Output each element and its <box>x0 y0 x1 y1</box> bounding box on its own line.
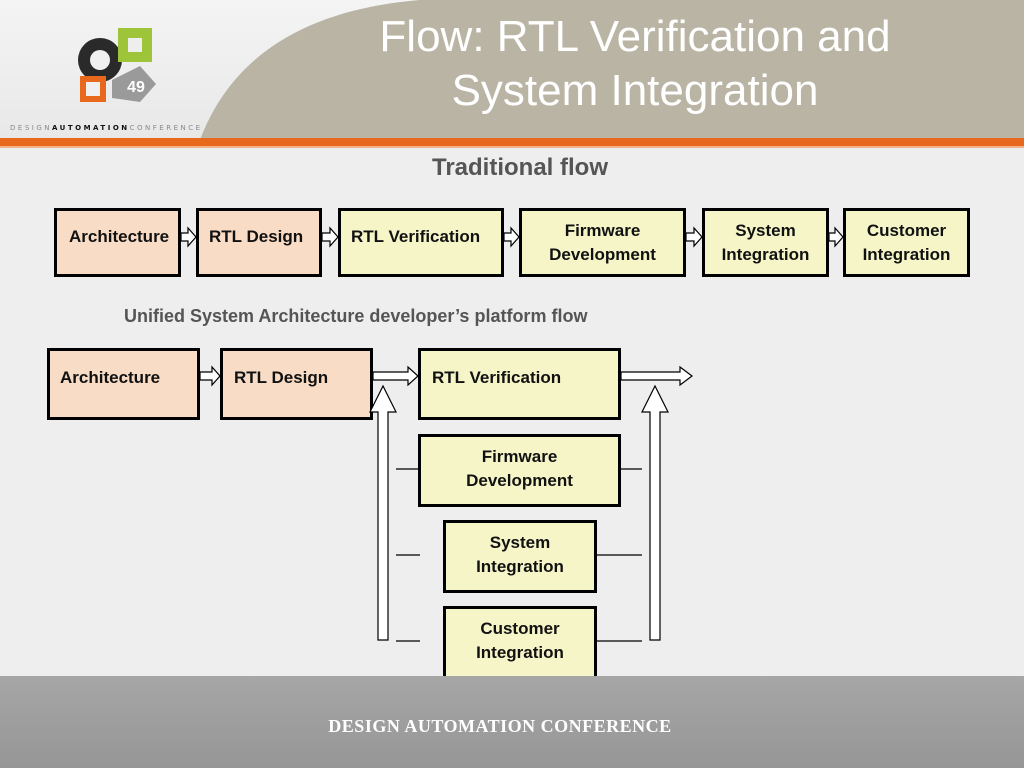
title-line-2: System Integration <box>451 66 819 115</box>
unified-box-system-integration: System Integration <box>443 520 597 593</box>
dac-logo: 49 <box>78 28 156 102</box>
header-divider-highlight <box>0 146 1024 148</box>
trad-arrow-3 <box>503 226 520 248</box>
trad-arrow-1 <box>180 226 197 248</box>
brand-strip: DESIGNAUTOMATIONCONFERENCE <box>10 124 203 132</box>
trad-arrow-5 <box>828 226 844 248</box>
trad-arrow-4 <box>685 226 703 248</box>
unified-box-label: Architecture <box>60 368 161 387</box>
logo-number: 49 <box>127 79 145 96</box>
unified-arrow-3 <box>620 365 693 387</box>
unified-box-label: Customer Integration <box>476 619 564 662</box>
trad-box-label: Customer Integration <box>862 221 951 264</box>
title-line-1: Flow: RTL Verification and <box>379 12 891 61</box>
unified-box-label: System Integration <box>476 533 564 576</box>
unified-box-firmware-development: Firmware Development <box>418 434 621 507</box>
trad-box-customer-integration: Customer Integration <box>843 208 970 277</box>
trad-box-system-integration: System Integration <box>702 208 829 277</box>
header-swoosh <box>200 0 1024 140</box>
trad-box-label: Firmware Development <box>549 221 656 264</box>
right-vertical-arrow <box>641 384 669 641</box>
slide-title: Flow: RTL Verification and System Integr… <box>340 10 930 118</box>
unified-flow-heading: Unified System Architecture developer’s … <box>124 306 588 326</box>
trad-box-firmware-development: Firmware Development <box>519 208 686 277</box>
footer-bar <box>0 676 1024 768</box>
trad-box-label: RTL Verification <box>351 227 481 246</box>
unified-box-rtl-design: RTL Design <box>220 348 373 420</box>
trad-box-label: RTL Design <box>209 227 304 246</box>
unified-box-label: RTL Verification <box>432 368 562 387</box>
header-divider <box>0 138 1024 146</box>
unified-box-customer-integration: Customer Integration <box>443 606 597 679</box>
trad-box-label: Architecture <box>69 227 170 246</box>
left-vertical-arrow <box>369 384 397 641</box>
trad-box-rtl-verification: RTL Verification <box>338 208 504 277</box>
traditional-flow-heading: Traditional flow <box>432 154 609 181</box>
unified-arrow-1 <box>199 365 221 387</box>
trad-box-label: System Integration <box>721 221 810 264</box>
trad-box-rtl-design: RTL Design <box>196 208 322 277</box>
trad-box-architecture: Architecture <box>54 208 181 277</box>
footer-text: DESIGN AUTOMATION CONFERENCE <box>328 716 672 736</box>
trad-arrow-2 <box>321 226 339 248</box>
unified-box-label: RTL Design <box>234 368 329 387</box>
unified-box-architecture: Architecture <box>47 348 200 420</box>
unified-arrow-2 <box>372 365 419 387</box>
unified-box-label: Firmware Development <box>466 447 573 490</box>
unified-box-rtl-verification: RTL Verification <box>418 348 621 420</box>
